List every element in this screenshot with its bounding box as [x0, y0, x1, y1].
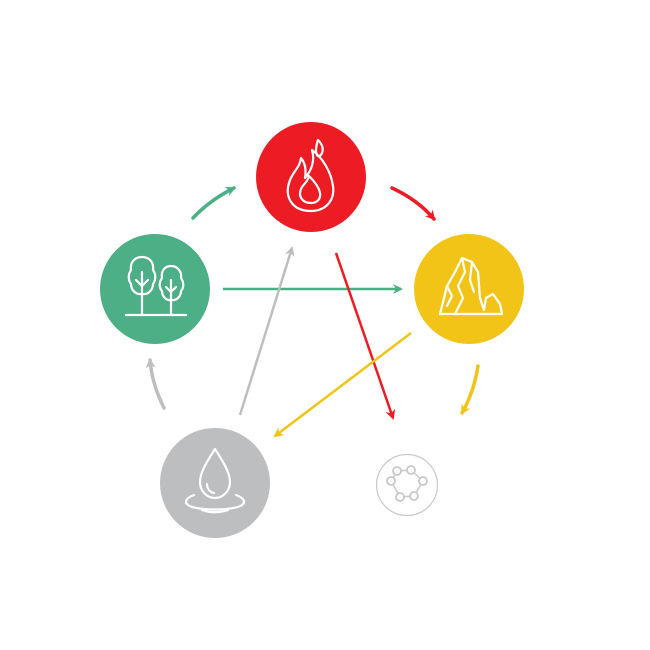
rock-icon: [438, 256, 504, 316]
arrow-wood-to-fire: [191, 186, 236, 220]
arrow-fire-to-earth: [390, 186, 436, 221]
flame-icon: [286, 138, 335, 213]
trees-icon: [124, 255, 188, 317]
water-drop-icon: [184, 447, 246, 514]
arrow-earth-to-metal: [460, 364, 480, 415]
arrow-fire-to-metal: [334, 252, 396, 420]
fire-node: [256, 122, 366, 232]
earth-node: [414, 234, 524, 344]
metal-ring-icon: [386, 465, 428, 502]
water-node: [160, 428, 270, 538]
wood-node: [100, 234, 210, 344]
arrow-earth-to-water: [273, 332, 412, 438]
metal-node: [375, 453, 439, 517]
arrow-water-to-fire: [238, 246, 295, 416]
arrow-water-to-wood: [145, 358, 166, 410]
